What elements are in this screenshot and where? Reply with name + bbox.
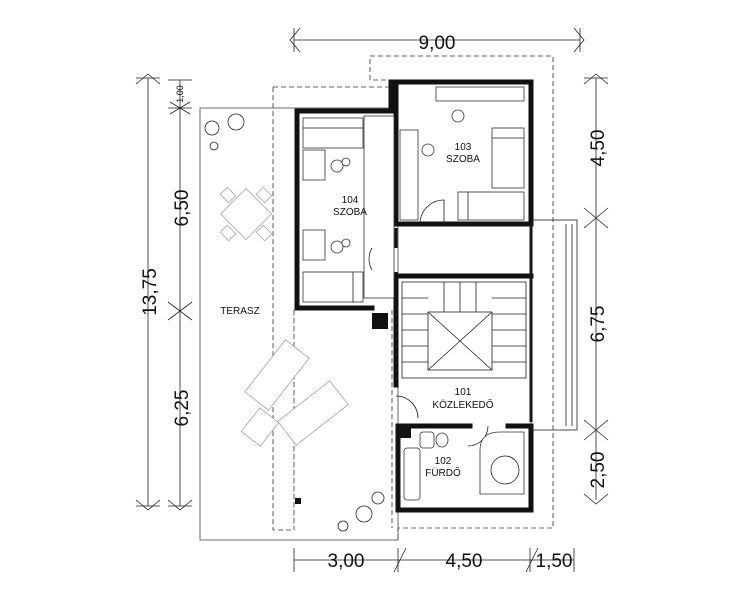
room-103-furniture	[399, 86, 525, 225]
dim-left-small: 1,00	[175, 85, 185, 103]
room-104-name: SZOBA	[333, 207, 367, 218]
room-103-name: SZOBA	[446, 154, 480, 165]
dim-left-lower: 6,25	[172, 390, 193, 427]
room-101-name: KÖZLEKEDŐ	[432, 397, 493, 411]
dim-bottom-b: 4,50	[446, 551, 483, 572]
stairwell	[395, 281, 527, 447]
dim-left-upper: 6,50	[172, 190, 193, 227]
terrace-name: TERASZ	[220, 306, 259, 317]
room-labels: 103 SZOBA 104 SZOBA 101 KÖZLEKEDŐ 102 FÜ…	[220, 142, 494, 479]
bathroom-fixtures	[403, 431, 525, 501]
dim-right-a: 4,50	[588, 130, 609, 167]
dimension-labels: 9,00 3,00 4,50 1,50 13,75 6,50 6,25 1,00…	[140, 33, 609, 572]
room-101-number: 101	[455, 387, 472, 398]
dim-top-total: 9,00	[419, 33, 456, 54]
loggia	[530, 219, 578, 431]
dim-right-c: 2,50	[588, 452, 609, 489]
dim-bottom-c: 1,50	[536, 551, 573, 572]
plant-icon	[204, 113, 385, 532]
dim-left-total: 13,75	[140, 268, 161, 316]
dim-bottom-a: 3,00	[328, 551, 365, 572]
room-102-name: FÜRDŐ	[425, 465, 461, 479]
room-103-number: 103	[455, 142, 472, 153]
terrace-furniture	[219, 186, 349, 447]
room-104-number: 104	[342, 195, 359, 206]
room-104-furniture	[302, 115, 395, 303]
room-102-number: 102	[435, 456, 452, 467]
dim-right-b: 6,75	[588, 306, 609, 343]
dimension-lines	[135, 27, 609, 573]
